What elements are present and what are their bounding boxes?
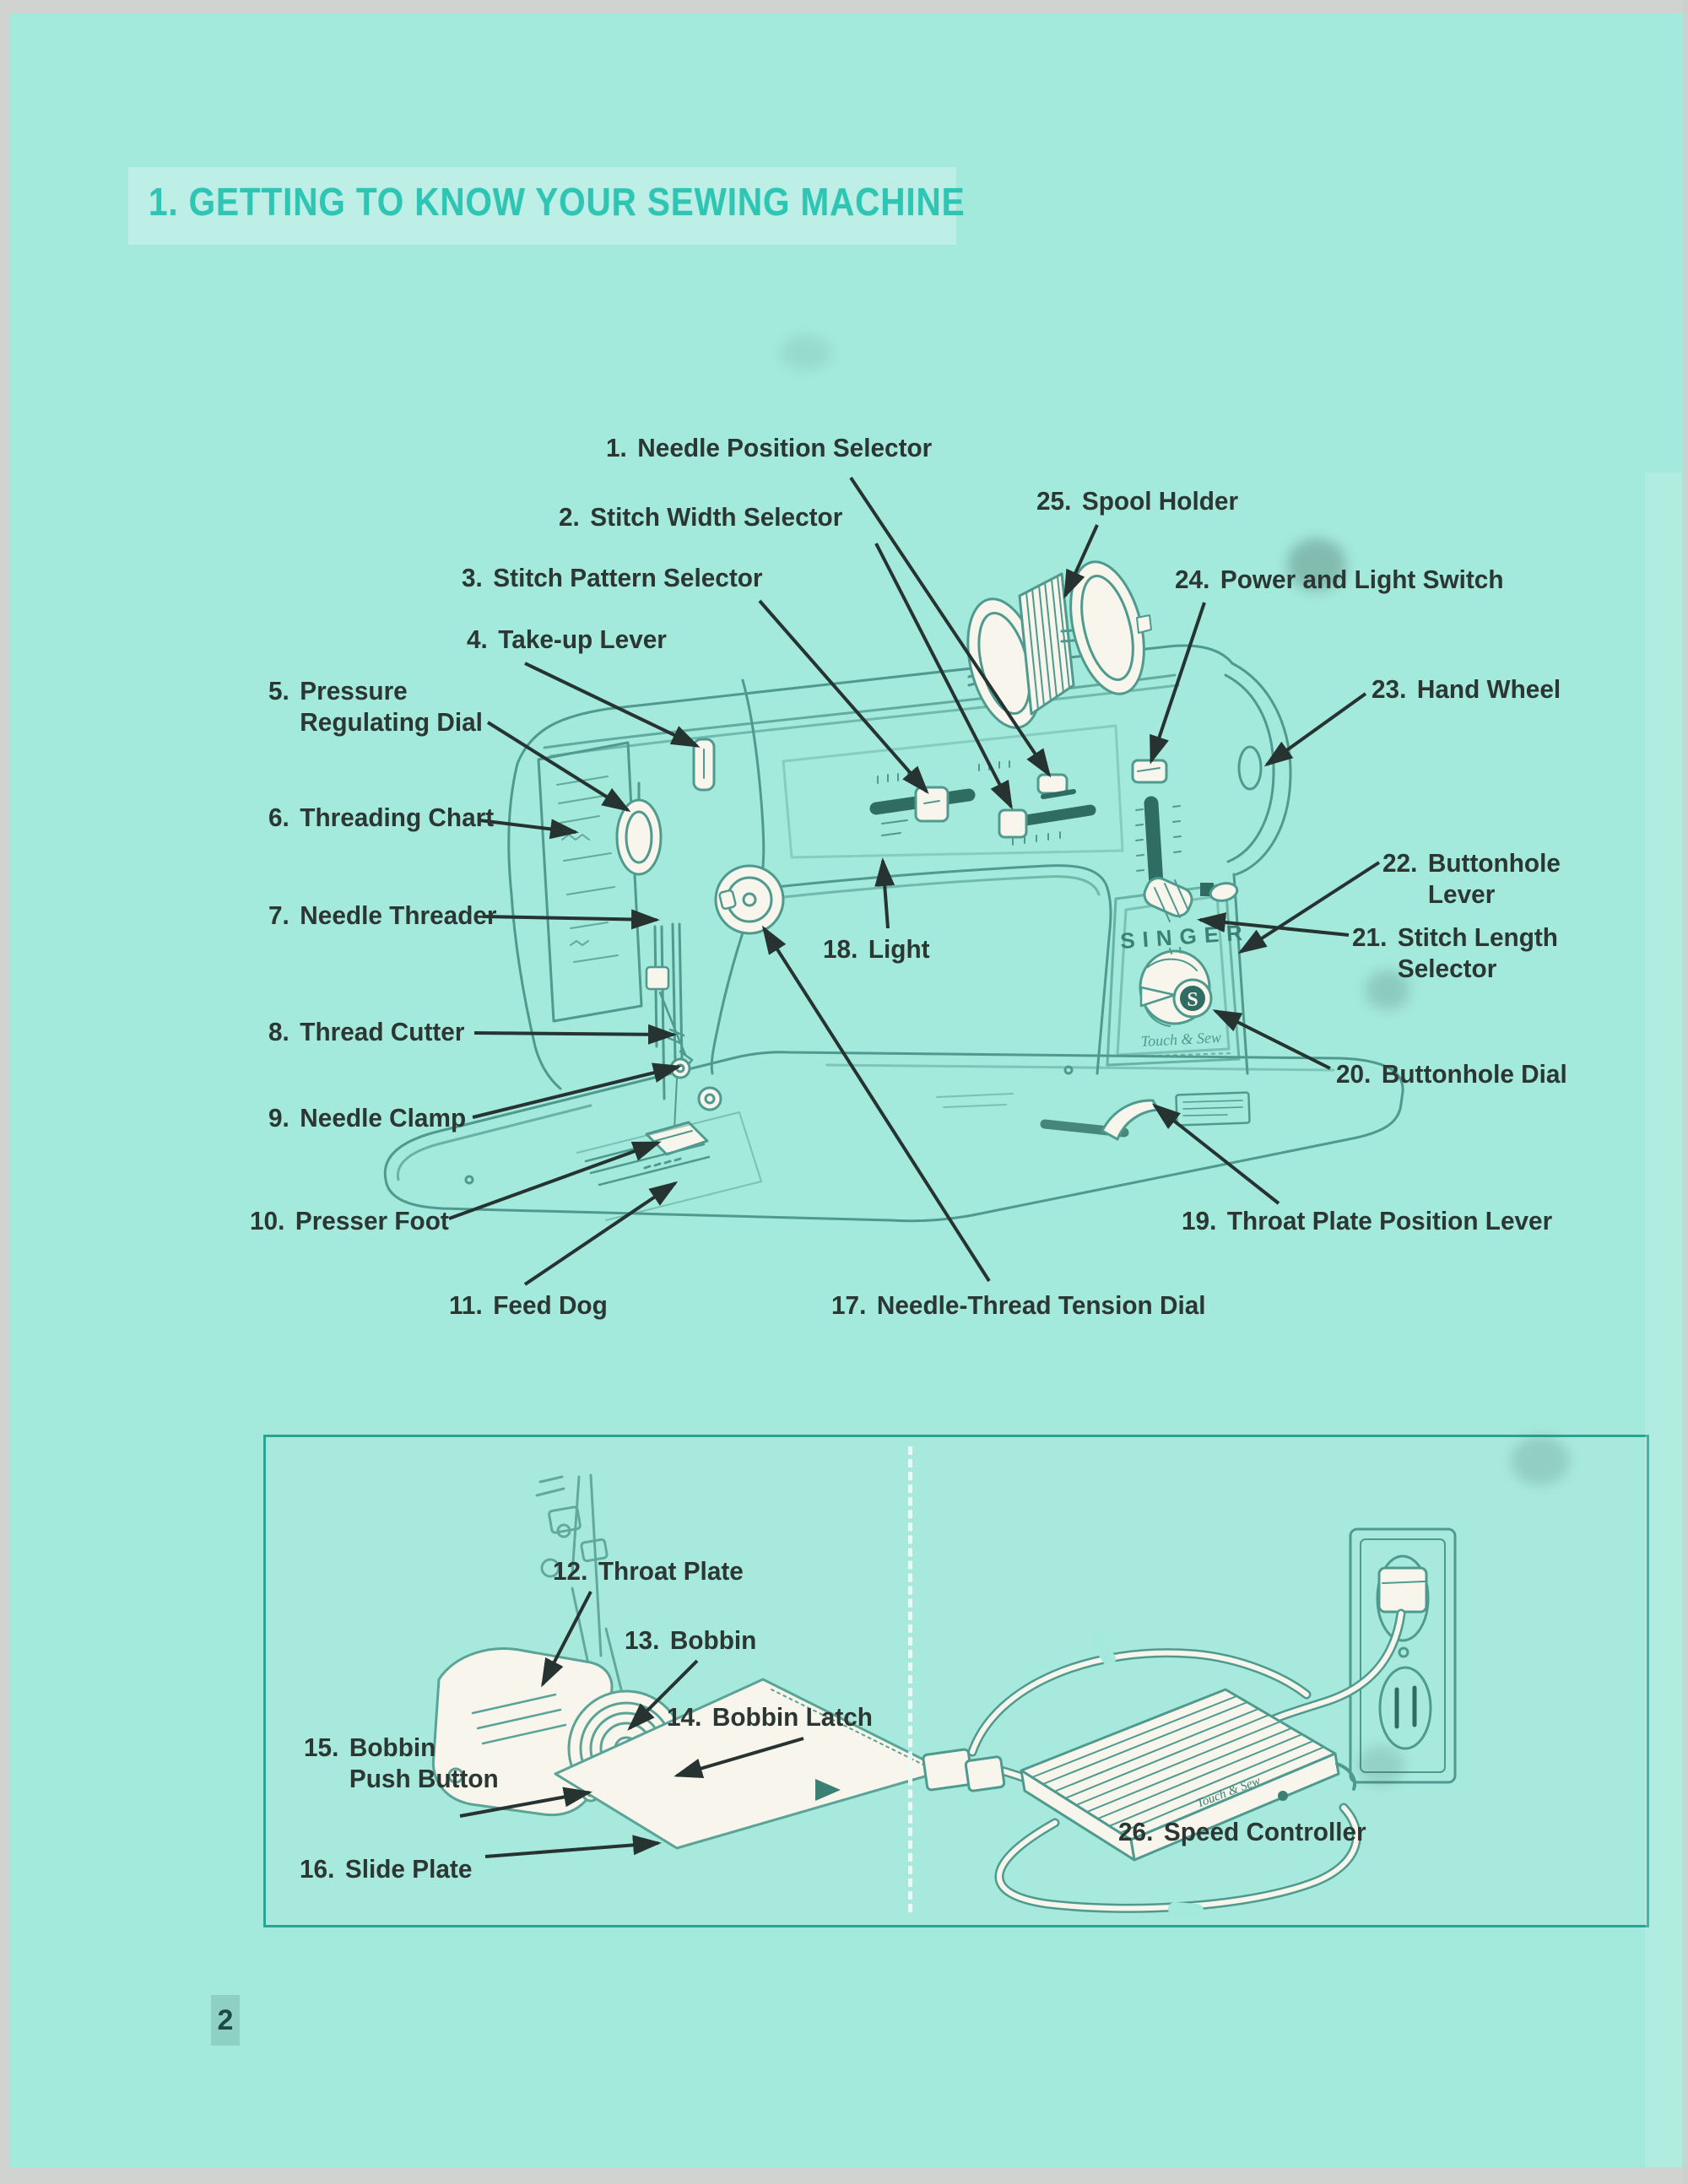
callout-arrow-5 — [486, 721, 631, 813]
callout-arrow-7 — [482, 909, 660, 930]
callout-arrow-20 — [1212, 1009, 1331, 1070]
page-title: 1. GETTING TO KNOW YOUR SEWING MACHINE — [149, 180, 966, 224]
stitch-length-selector — [1135, 796, 1193, 922]
callout-arrow-21 — [1197, 912, 1350, 937]
callout-arrow-15 — [459, 1787, 592, 1818]
callout-arrow-4 — [524, 662, 701, 748]
control-panel — [782, 724, 1168, 859]
scan-edge-left — [0, 0, 10, 2184]
callout-arrow-22 — [1237, 861, 1381, 954]
scan-edge-right — [1682, 0, 1688, 2184]
callout-arrow-12 — [541, 1591, 592, 1688]
take-up-lever — [692, 738, 716, 792]
callout-arrow-14 — [674, 1737, 804, 1779]
hand-wheel — [1224, 662, 1292, 876]
needle-bar-and-clamp — [669, 922, 691, 1130]
scan-smudge — [1287, 538, 1346, 591]
scan-shade — [1645, 473, 1682, 2167]
bobbin-area-illustration — [431, 1473, 947, 1850]
scan-smudge — [781, 336, 831, 370]
buttonhole-dial — [1139, 947, 1213, 1027]
callout-arrow-8 — [473, 1024, 677, 1045]
callout-arrow-9 — [472, 1062, 682, 1119]
plug-illustration — [1377, 1566, 1428, 1614]
callout-arrow-17 — [761, 925, 991, 1283]
spool-holder — [966, 560, 1152, 729]
needle-threader — [645, 925, 694, 1070]
scan-edge-top — [0, 0, 1688, 14]
scan-smudge — [1366, 970, 1409, 1009]
callout-arrow-23 — [1263, 692, 1367, 767]
page-number: 2 — [211, 1995, 240, 2046]
callout-arrow-11 — [523, 1181, 679, 1286]
touch-and-sew-script: Touch & Sew — [1140, 1029, 1221, 1050]
scan-smudge — [1511, 1436, 1570, 1485]
callout-arrow-10 — [448, 1141, 662, 1220]
scan-edge-bottom — [0, 2167, 1688, 2184]
base-details — [936, 1091, 1251, 1141]
callout-arrow-24 — [1150, 602, 1206, 765]
callout-arrow-25 — [1063, 524, 1099, 599]
callout-arrow-13 — [627, 1659, 699, 1731]
presser-foot — [645, 1045, 722, 1156]
scan-smudge — [1357, 1745, 1404, 1786]
callout-arrow-2 — [874, 543, 1013, 810]
machine-plug-connector-illustration — [922, 1748, 1006, 1792]
buttonhole-lever — [1200, 882, 1239, 902]
slide-plate-illustration — [554, 1678, 947, 1850]
callout-arrow-16 — [484, 1835, 662, 1858]
arm-front-edge — [726, 864, 1112, 940]
callout-arrow-3 — [758, 599, 929, 795]
wall-outlet-illustration — [1349, 1527, 1457, 1784]
title-band — [128, 167, 956, 245]
inset-divider-dashed-line — [908, 1446, 912, 1912]
pressure-regulating-dial — [615, 781, 663, 876]
speed-controller-illustration — [922, 1527, 1457, 1917]
callout-arrow-1 — [849, 476, 1052, 778]
callout-arrow-6 — [479, 819, 579, 840]
callout-arrows — [448, 476, 1381, 1858]
machine-bed — [383, 1051, 1404, 1223]
foot-pedal-illustration — [1020, 1688, 1356, 1862]
throat-plate-position-lever — [1101, 1099, 1160, 1141]
callout-arrow-18 — [874, 857, 895, 929]
needle-thread-tension-dial — [714, 864, 785, 935]
dial-s-logo: S — [1187, 989, 1198, 1011]
callout-arrow-19 — [1151, 1103, 1280, 1205]
